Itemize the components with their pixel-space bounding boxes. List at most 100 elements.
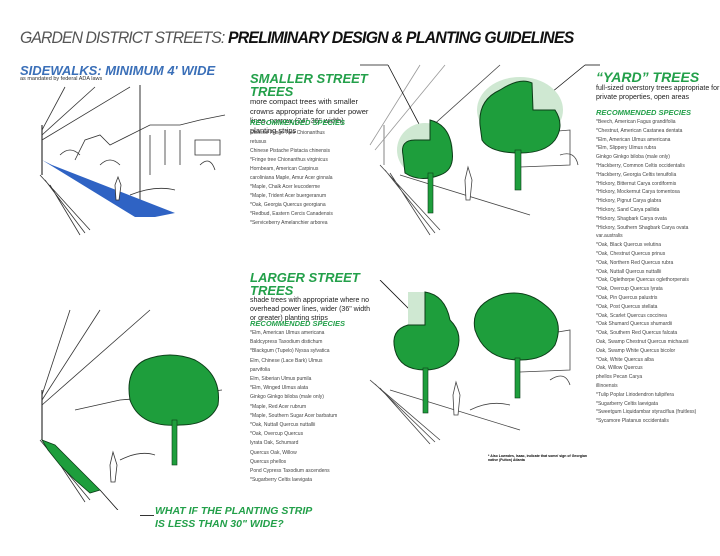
species-item: Oak, Willow Quercus (596, 365, 643, 372)
yard-trees-recommended-label: RECOMMENDED SPECIES (596, 108, 692, 117)
power-line (41, 86, 66, 131)
species-item: *Oak, White Quercus alba (596, 356, 654, 363)
narrow-strip-sketch (39, 309, 223, 510)
title-part-1: GARDEN DISTRICT STREETS: (20, 28, 225, 47)
large-tree-canopy-2 (473, 292, 559, 361)
sidewalk-highlight (42, 160, 175, 217)
species-item: retusus (250, 139, 267, 145)
large-tree-trunk (422, 367, 429, 414)
species-item: Chinese Fringe Tree Chionanthus (250, 130, 325, 136)
question-leader-line (140, 515, 154, 516)
pedestrian-figure (452, 380, 461, 416)
house-roofline (74, 114, 226, 161)
larger-trees-heading: LARGER STREET TREES (250, 270, 360, 298)
species-item: var.australis (596, 233, 623, 240)
species-item: *Oak, Oglethorpe Quercus oglethorpensis (596, 277, 689, 284)
sidewalk-sketch (39, 85, 226, 236)
species-item: *Fringe tree Chionanthus virginicus (250, 157, 328, 163)
species-item: Ginkgo Ginkgo biloba (male only) (596, 154, 670, 161)
species-item: *Hickory, Shagbark Carya ovata (596, 215, 667, 222)
species-item: caroliniana Maple, Amur Acer ginnala (250, 175, 333, 181)
title-part-2: PRELIMINARY DESIGN & PLANTING GUIDELINES (224, 28, 574, 47)
species-item: Baldcypress Taxodium distichum (250, 339, 323, 346)
footnote: * Also Lowndes, Isaac, indicate that som… (488, 454, 588, 462)
sidewalks-note: as mandated by federal ADA laws (20, 76, 103, 82)
species-item: *Oak, Overcup Quercus (250, 431, 304, 438)
species-item: *Oak, Georgia Quercus georgiana (250, 202, 326, 208)
species-item: *Sugarberry Celtis laevigata (596, 400, 658, 407)
species-item: Elm, Siberian Ulmus pumila (250, 376, 312, 383)
species-item: Oak, Swamp Chestnut Quercus michauxii (596, 338, 689, 345)
species-item: *Oak, Scarlet Quercus coccinea (596, 312, 667, 319)
species-item: *Hackberry, Common Celtis occidentalis (596, 162, 685, 169)
power-line (41, 86, 131, 141)
species-item: Hornbeam, American Carpinus (250, 166, 319, 172)
species-item: *Oak, Southern Red Quercus falcata (596, 330, 678, 337)
large-tree-trunk-2 (514, 357, 521, 399)
species-item: *Chestnut, American Castanea dentata (596, 127, 683, 134)
smaller-trees-recommended-label: RECOMMENDED SPECIES (250, 118, 346, 127)
species-item: Quercus phellos (250, 458, 287, 465)
species-item: *Hickory, Southern Shagbark Carya ovata (596, 224, 689, 231)
species-item: *Oak, Black Quercus velutina (596, 242, 662, 249)
species-item: Elm, Chinese (Lace Bark) Ulmus (250, 357, 323, 364)
species-item: Oak, Swamp White Quercus bicolor (596, 347, 676, 354)
sidewalks-heading: SIDEWALKS: MINIMUM 4' WIDE (20, 63, 216, 78)
species-item: *Oak, Nuttall Quercus nuttallii (250, 422, 316, 429)
species-item: *Sycamore Platanus occidentalis (596, 418, 669, 425)
species-item: *Elm, American Ulmus americana (596, 136, 671, 143)
species-item: *Oak, Northern Red Quercus rubra (596, 259, 674, 266)
species-item: Chinese Pistache Pistacia chinensis (250, 148, 331, 154)
species-item: *Sugarberry Celtis laevigata (250, 477, 312, 484)
power-line (41, 309, 101, 401)
species-item: *Sweetgum Liquidambar styraciflua (fruit… (596, 409, 697, 416)
curb-lines (39, 174, 91, 236)
shrub (559, 153, 579, 166)
species-item: *Hickory, Bitternut Carya cordiformis (596, 180, 677, 187)
yard-trees-species-list: *Beech, American Fagus grandifolia *Chest… (596, 118, 696, 426)
species-item: *Oak, Chestnut Quercus prinus (596, 250, 666, 257)
species-item: *Oak, Post Quercus stellata (596, 303, 658, 310)
species-item: *Redbud, Eastern Cercis Canadensis (250, 211, 333, 217)
species-item: *Hickory, Pignut Carya glabra (596, 198, 662, 205)
species-item: *Maple, Red Acer rubrum (250, 403, 307, 410)
planting-strip-question: WHAT IF THE PLANTING STRIP IS LESS THAN … (155, 505, 312, 530)
species-item: *Beech, American Fagus grandifolia (596, 119, 676, 125)
species-item: *Oak, Overcup Quercus lyrata (596, 286, 663, 293)
driveway-line (119, 452, 156, 461)
species-item: *Tulip Poplar Liriodendron tulipifera (596, 391, 674, 398)
driveway-line (129, 187, 176, 196)
small-tree-trunk (427, 172, 434, 214)
yard-trees-heading: “YARD” TREES (596, 69, 700, 85)
species-item: *Elm, American Ulmus americana (250, 330, 325, 336)
shrub (549, 375, 571, 386)
larger-trees-recommended-label: RECOMMENDED SPECIES (250, 319, 346, 328)
tree-canopy-outline (408, 292, 425, 325)
yard-tree-canopy (479, 80, 561, 154)
species-item: parvifolia (250, 366, 271, 373)
yard-trees-description: full-sized overstory trees appropriate f… (596, 85, 720, 101)
species-item: Ginkgo Ginkgo biloba (male only) (250, 394, 324, 401)
power-line (369, 64, 421, 146)
yard-tree-canopy (128, 354, 220, 426)
curb-lines (369, 379, 441, 445)
yard-tree-trunk (514, 149, 522, 191)
species-item: *Maple, Southern Sugar Acer barbatum (250, 412, 338, 419)
species-item: *Oak, Pin Quercus palustris (596, 294, 658, 301)
species-item: *Oak Shumard Quercus shumardii (596, 321, 673, 328)
species-item: *Elm, Slippery Ulmus rubra (596, 145, 657, 152)
small-tree-canopy (402, 119, 453, 179)
pedestrian-figure (109, 450, 118, 483)
sidewalk-edge (399, 174, 531, 216)
species-item: *Hickory, Sand Carya pallida (596, 206, 660, 213)
species-item: *Maple, Trident Acer buergeranum (250, 193, 327, 199)
power-line (41, 309, 71, 396)
species-item: *Oak, Nuttall Quercus nuttallii (596, 268, 662, 275)
pedestrian-figure (464, 165, 473, 201)
species-item: illinoensis (596, 382, 618, 389)
house-detail (149, 130, 221, 175)
species-item: Quercus Oak, Willow (250, 449, 297, 456)
street-tree-sketch-lower (369, 280, 571, 445)
